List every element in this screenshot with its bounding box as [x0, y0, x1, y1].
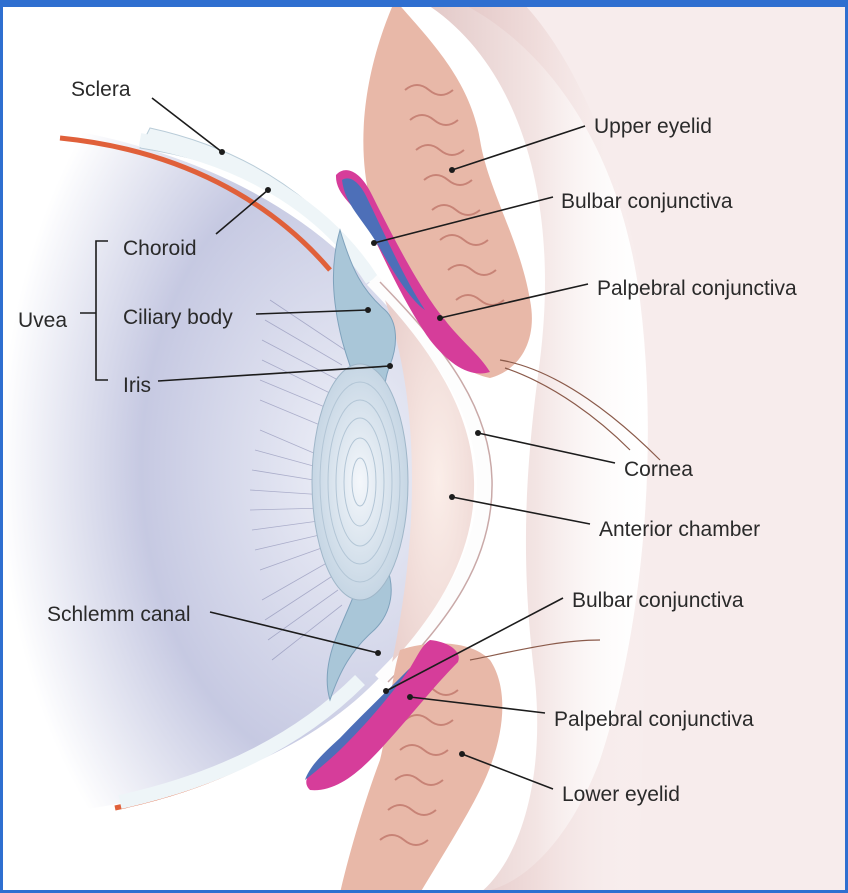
label-iris: Iris [123, 374, 151, 398]
label-bulbar-conjunctiva-upper: Bulbar conjunctiva [561, 190, 733, 214]
label-ciliary-body: Ciliary body [123, 306, 233, 330]
label-palpebral-conjunctiva-upper: Palpebral conjunctiva [597, 277, 797, 301]
label-uvea: Uvea [18, 309, 67, 333]
lens [312, 364, 408, 600]
label-schlemm-canal: Schlemm canal [47, 603, 191, 627]
label-choroid: Choroid [123, 237, 197, 261]
label-bulbar-conjunctiva-lower: Bulbar conjunctiva [572, 589, 744, 613]
label-palpebral-conjunctiva-lower: Palpebral conjunctiva [554, 708, 754, 732]
label-upper-eyelid: Upper eyelid [594, 115, 712, 139]
label-cornea: Cornea [624, 458, 693, 482]
label-anterior-chamber: Anterior chamber [599, 518, 760, 542]
label-sclera: Sclera [71, 78, 131, 102]
label-lower-eyelid: Lower eyelid [562, 783, 680, 807]
